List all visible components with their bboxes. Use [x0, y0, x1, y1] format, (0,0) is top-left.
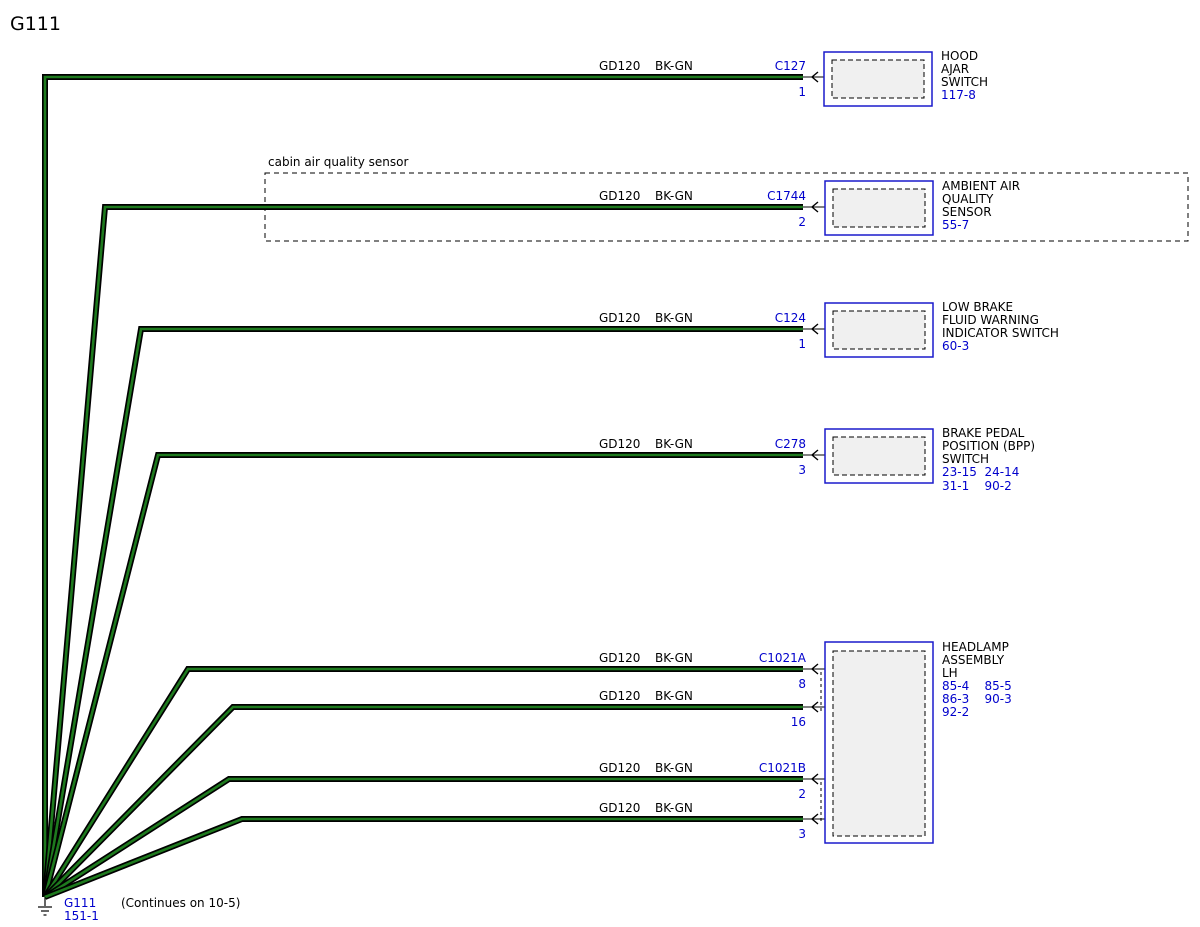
component-ref[interactable]: 31-1 90-2	[942, 479, 1012, 493]
component-name-line: INDICATOR SWITCH	[942, 326, 1059, 340]
pin-number: 8	[798, 677, 806, 691]
component-name-line: SWITCH	[942, 452, 989, 466]
pin-number: 2	[798, 215, 806, 229]
wire-circuit-label: GD120	[599, 761, 640, 775]
connector-label[interactable]: C124	[775, 311, 806, 325]
pin-arrow-icon	[810, 71, 819, 83]
wire-circuit-label: GD120	[599, 651, 640, 665]
pin-arrow-icon	[810, 201, 819, 213]
ground-label[interactable]: G111	[64, 896, 96, 910]
pin-number: 3	[798, 827, 806, 841]
pin-number: 2	[798, 787, 806, 801]
wire-outline	[42, 452, 803, 898]
component-name-line: FLUID WARNING	[942, 313, 1039, 327]
component-name-line: AJAR	[941, 62, 969, 76]
wire-circuit-label: GD120	[599, 689, 640, 703]
pin-arrow-icon	[810, 449, 819, 461]
connector-label[interactable]: C1021A	[759, 651, 807, 665]
wire-circuit-label: GD120	[599, 189, 640, 203]
pin-number: 3	[798, 463, 806, 477]
component-name-line: HOOD	[941, 49, 978, 63]
component-inner	[832, 310, 926, 350]
component-name-line: LOW BRAKE	[942, 300, 1013, 314]
wire-core[interactable]	[44, 817, 803, 899]
component-ref[interactable]: 85-4 85-5	[942, 679, 1012, 693]
component-low-brake-fluid-switch: LOW BRAKE FLUID WARNING INDICATOR SWITCH…	[824, 300, 1059, 358]
component-ref[interactable]: 92-2	[942, 705, 969, 719]
component-inner	[832, 650, 926, 837]
pin-number: 1	[798, 337, 806, 351]
cabin-sensor-group-label: cabin air quality sensor	[268, 155, 408, 169]
component-ambient-air-quality-sensor: AMBIENT AIR QUALITY SENSOR 55-7	[824, 179, 1020, 236]
ground-icon	[38, 906, 52, 916]
component-ref[interactable]: 86-3 90-3	[942, 692, 1012, 706]
ground-ref[interactable]: 151-1	[64, 909, 99, 923]
wire-core[interactable]	[44, 705, 803, 898]
wire-circuit-label: GD120	[599, 311, 640, 325]
component-inner	[831, 59, 925, 99]
wire-circuit-label: GD120	[599, 801, 640, 815]
pin-arrow-icon	[810, 813, 819, 825]
connector-label[interactable]: C127	[775, 59, 806, 73]
component-name-line: LH	[942, 666, 958, 680]
component-name-line: BRAKE PEDAL	[942, 426, 1025, 440]
wire-color-label: BK-GN	[655, 189, 693, 203]
component-name-line: HEADLAMP	[942, 640, 1009, 654]
component-inner	[832, 436, 926, 476]
component-name-line: QUALITY	[942, 192, 994, 206]
connector-label[interactable]: C278	[775, 437, 806, 451]
pin-arrow-icon	[810, 773, 819, 785]
ground-g111: G111 151-1 (Continues on 10-5)	[38, 896, 240, 923]
component-hood-ajar-switch: HOOD AJAR SWITCH 117-8	[823, 49, 988, 107]
wire-color-label: BK-GN	[655, 801, 693, 815]
wire-color-label: BK-GN	[655, 761, 693, 775]
component-headlamp-assembly-lh: HEADLAMP ASSEMBLY LH 85-4 85-5 86-3 90-3…	[820, 640, 1012, 844]
diagram-title: G111	[10, 13, 61, 35]
wire-color-label: BK-GN	[655, 311, 693, 325]
wire-core[interactable]	[44, 777, 803, 899]
wire-core[interactable]	[43, 327, 803, 898]
wire-outline	[43, 776, 803, 900]
pin-number: 16	[791, 715, 806, 729]
component-brake-pedal-position-switch: BRAKE PEDAL POSITION (BPP) SWITCH 23-15 …	[824, 426, 1035, 493]
component-name-line: POSITION (BPP)	[942, 439, 1035, 453]
component-ref[interactable]: 55-7	[942, 218, 969, 232]
component-inner	[832, 188, 926, 228]
wire-core[interactable]	[43, 453, 803, 898]
wire-circuit-label: GD120	[599, 437, 640, 451]
ground-continuation-note: (Continues on 10-5)	[121, 896, 240, 910]
component-name-line: SWITCH	[941, 75, 988, 89]
component-ref[interactable]: 23-15 24-14	[942, 465, 1019, 479]
wire-color-label: BK-GN	[655, 59, 693, 73]
pin-arrow-icon	[810, 701, 819, 713]
wire-circuit-label: GD120	[599, 59, 640, 73]
component-ref[interactable]: 117-8	[941, 88, 976, 102]
component-name-line: SENSOR	[942, 205, 992, 219]
wire-core[interactable]	[43, 75, 803, 897]
wire-color-label: BK-GN	[655, 689, 693, 703]
component-group: HOOD AJAR SWITCH 117-8 AMBIENT AIR QUALI…	[820, 49, 1059, 844]
connector-label[interactable]: C1021B	[759, 761, 806, 775]
wire-outline	[43, 816, 803, 900]
component-ref[interactable]: 60-3	[942, 339, 969, 353]
wire-color-label: BK-GN	[655, 651, 693, 665]
wire-core[interactable]	[43, 205, 803, 898]
wire-color-label: BK-GN	[655, 437, 693, 451]
pin-number: 1	[798, 85, 806, 99]
pin-arrow-icon	[810, 323, 819, 335]
wire-core[interactable]	[43, 667, 803, 898]
component-name-line: AMBIENT AIR	[942, 179, 1020, 193]
pin-arrow-icon	[810, 663, 819, 675]
component-name-line: ASSEMBLY	[942, 653, 1005, 667]
connector-label[interactable]: C1744	[767, 189, 806, 203]
